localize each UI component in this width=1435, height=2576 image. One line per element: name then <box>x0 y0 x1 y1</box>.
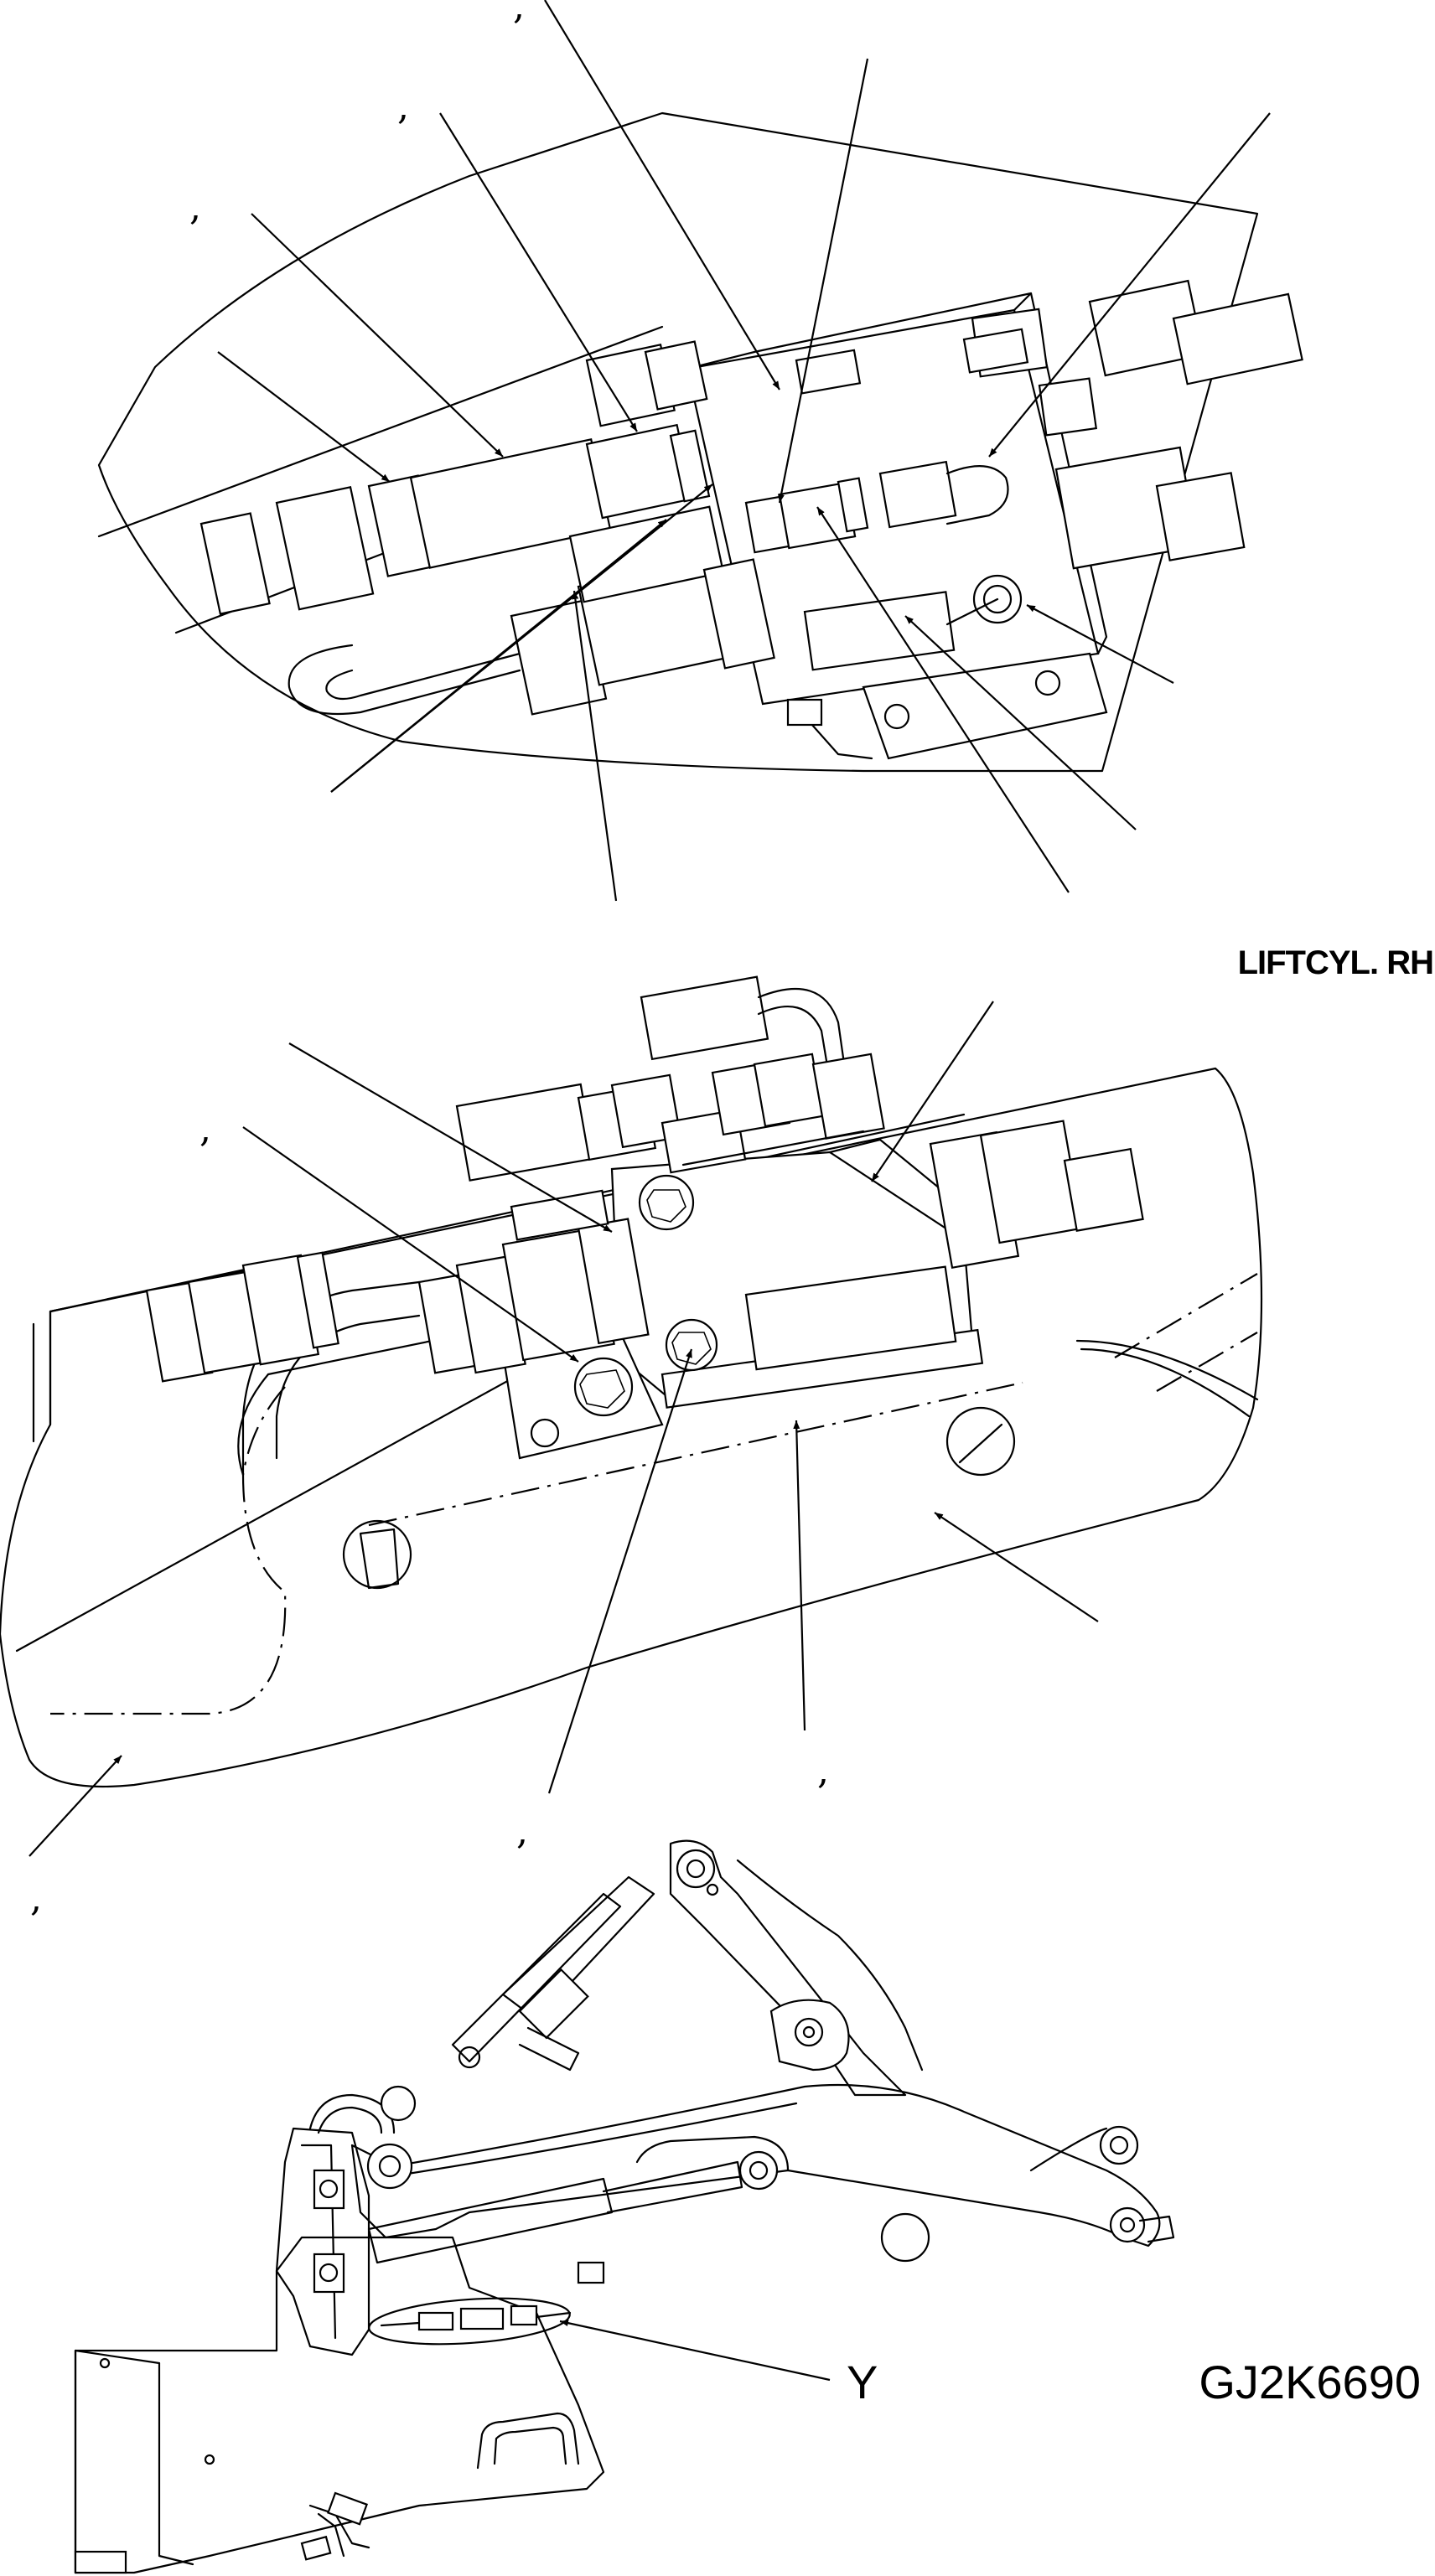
view-label-liftcyl-rh: LIFTCYL. RH <box>1238 944 1433 981</box>
middle-leader-6 <box>547 1348 693 1794</box>
top-leader-8 <box>572 590 618 902</box>
top-leader-lines <box>217 0 1271 902</box>
middle-upper-hose <box>455 975 885 1182</box>
machine-boom-arm <box>350 2083 1161 2248</box>
top-right-fittings <box>971 279 1303 570</box>
middle-leader-5 <box>793 1420 806 1731</box>
middle-centerline-1 <box>368 1381 1023 1527</box>
middle-leader-2 <box>242 1126 579 1363</box>
top-leader-6 <box>988 112 1271 458</box>
middle-leader-1 <box>288 1042 613 1233</box>
machine-lift-cylinder <box>366 2143 779 2284</box>
top-comma-3: , <box>189 186 201 229</box>
drawing-number: GJ2K6690 <box>1199 2356 1421 2408</box>
top-boom-outline <box>97 111 1259 773</box>
middle-view: , , , , <box>0 975 1263 1920</box>
machine-front-frame <box>275 2127 370 2356</box>
top-view: , , , <box>97 0 1303 902</box>
top-leader-1 <box>544 0 780 391</box>
machine-tilt-cylinder <box>451 1875 655 2072</box>
top-leader-3 <box>251 213 504 458</box>
top-leader-11 <box>816 506 1070 893</box>
middle-left-hose <box>145 1189 650 1477</box>
middle-leader-7 <box>28 1755 122 1857</box>
middle-right-fittings <box>929 1120 1144 1269</box>
top-left-hose-upper <box>199 340 711 615</box>
middle-comma-3: , <box>516 1810 528 1853</box>
middle-comma-4: , <box>30 1877 42 1920</box>
middle-comma-1: , <box>199 1108 211 1151</box>
middle-centerline-2 <box>50 1386 287 1715</box>
top-leader-4 <box>217 351 391 483</box>
detail-y-ellipse <box>368 2297 572 2346</box>
detail-y-leader <box>559 2320 831 2382</box>
top-comma-1: , <box>513 0 525 28</box>
machine-bottom-hoses <box>300 2491 370 2561</box>
top-leader-9 <box>1026 604 1174 684</box>
top-leader-10 <box>904 615 1137 830</box>
middle-frame-outline <box>0 1067 1263 1788</box>
top-left-hose-lower <box>288 505 775 716</box>
top-leader-7b <box>330 519 667 793</box>
middle-frame-hole-right <box>945 1406 1016 1477</box>
bottom-view <box>74 1839 1175 2574</box>
detail-marker-y: Y <box>847 2356 878 2408</box>
top-leader-5 <box>778 58 869 504</box>
middle-frame-hole-left <box>342 1519 412 1590</box>
middle-leader-3 <box>871 1001 994 1182</box>
top-leader-2 <box>439 112 638 432</box>
top-boom-edge <box>97 325 664 538</box>
middle-leader-4 <box>934 1512 1099 1622</box>
middle-leader-lines <box>28 1001 1099 1857</box>
top-comma-2: , <box>397 85 409 128</box>
middle-comma-2: , <box>817 1750 829 1792</box>
machine-rear-frame <box>74 2236 605 2574</box>
